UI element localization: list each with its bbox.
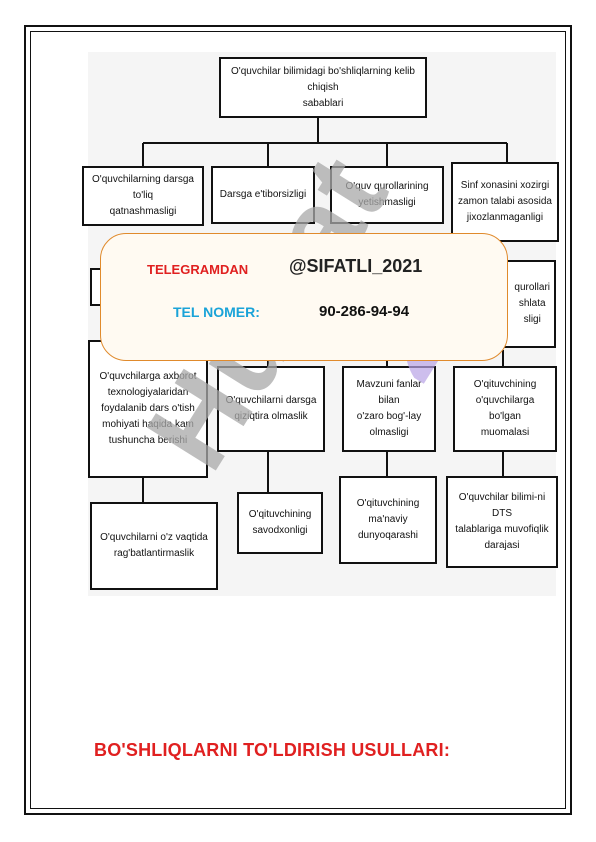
- phone-number: 90-286-94-94: [319, 303, 410, 320]
- section-heading: BO'SHLIQLARNI TO'LDIRISH USULLARI:: [94, 740, 451, 760]
- phone-label: TEL NOMER:: [173, 304, 260, 320]
- telegram-label: TELEGRAMDAN: [147, 262, 249, 277]
- diagram-root-box: O'quvchilar bilimidagi bo'shliqlarning k…: [219, 57, 427, 118]
- telegram-handle: @SIFATLI_2021: [289, 256, 423, 276]
- contact-banner: TELEGRAMDAN @SIFATLI_2021 TEL NOMER: 90-…: [100, 233, 508, 361]
- page-border-inner: [30, 31, 566, 809]
- page-border-outer: [24, 25, 572, 815]
- diagram-box-attention: Darsga e'tiborsizligi: [211, 166, 315, 224]
